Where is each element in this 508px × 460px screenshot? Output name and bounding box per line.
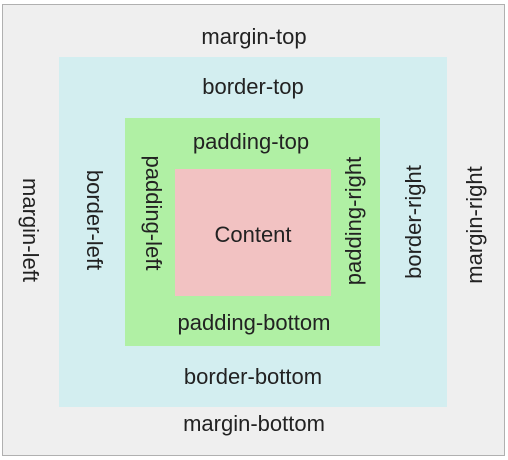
margin-right-label: margin-right [462, 166, 487, 284]
border-bottom-label: border-bottom [183, 364, 323, 389]
padding-left-label: padding-left [141, 155, 166, 271]
content-label: Content [214, 222, 292, 247]
border-top-label: border-top [202, 74, 304, 99]
content-area [175, 169, 331, 296]
padding-right-label: padding-right [341, 156, 366, 286]
border-right-label: border-right [401, 165, 426, 279]
border-left-label: border-left [82, 169, 107, 271]
margin-bottom-label: margin-bottom [183, 411, 325, 436]
margin-left-label: margin-left [18, 178, 43, 282]
padding-bottom-label: padding-bottom [177, 310, 331, 335]
margin-top-label: margin-top [201, 24, 307, 49]
padding-top-label: padding-top [192, 129, 310, 154]
